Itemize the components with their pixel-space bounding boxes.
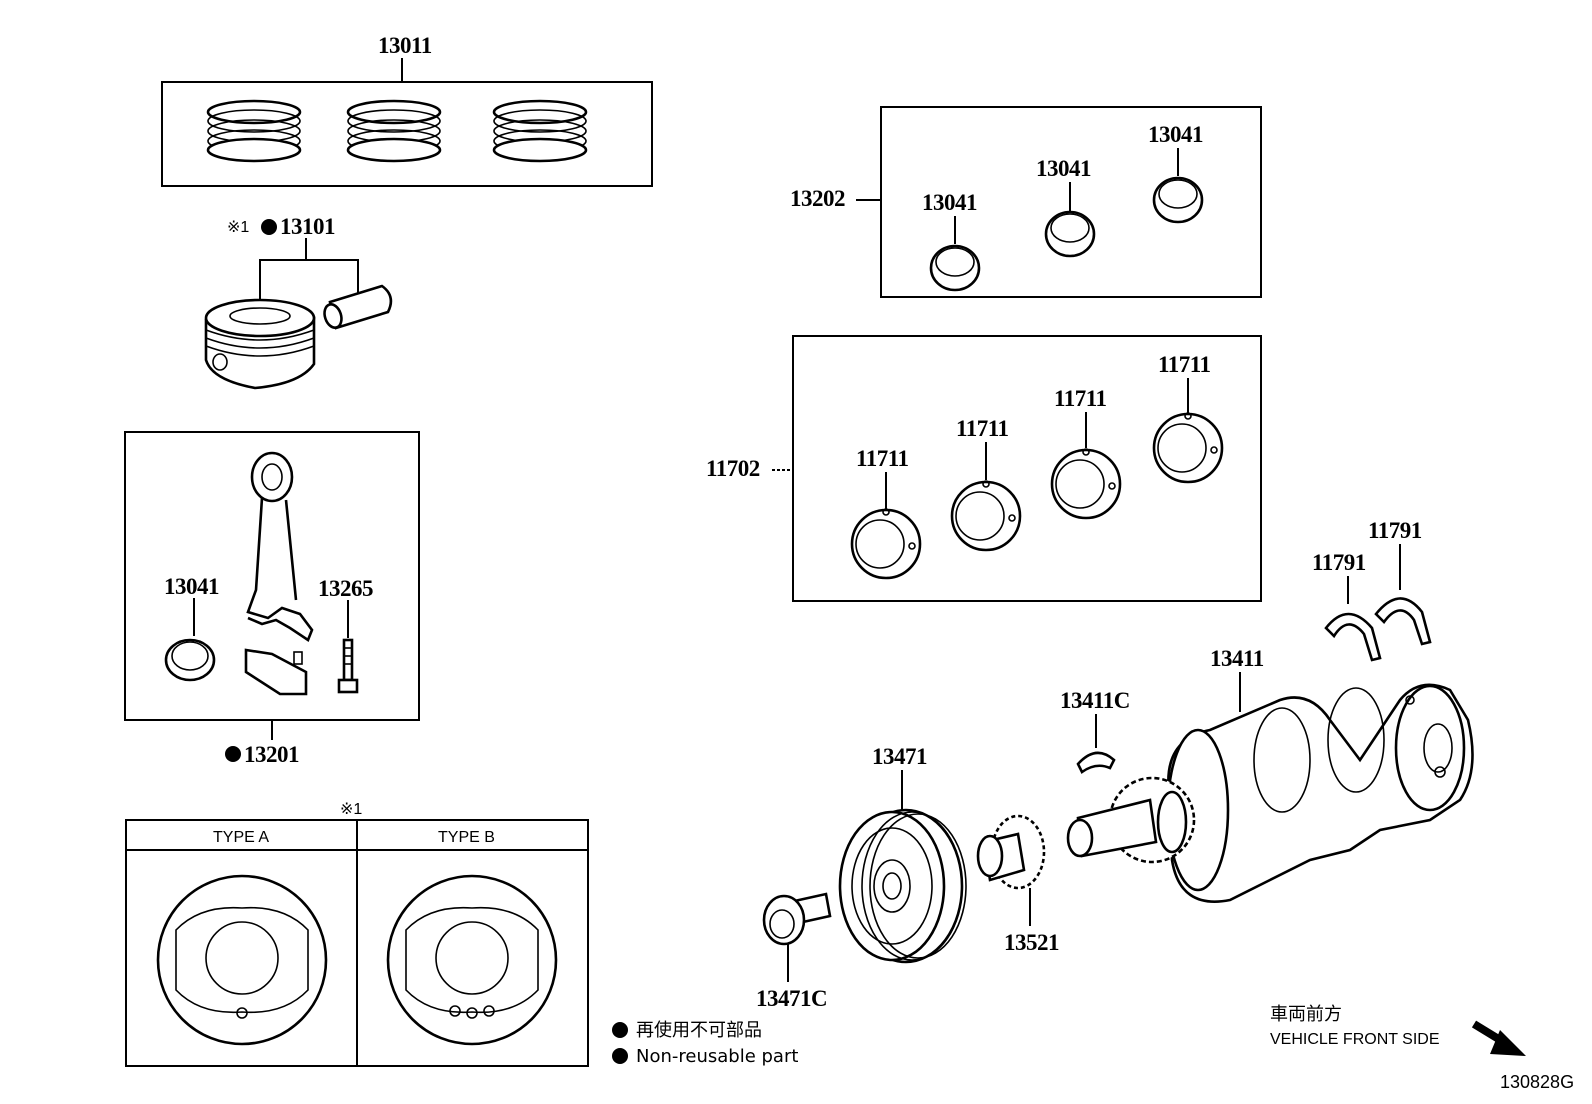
legend-en: Non-reusable part: [636, 1046, 798, 1067]
thrust-washer-group: 11791 11791: [1312, 518, 1432, 662]
label-crank-key[interactable]: 13411C: [1060, 688, 1130, 713]
non-reusable-dot: [225, 746, 241, 762]
rod-bearing-c: [1152, 176, 1204, 224]
non-reusable-dot: [261, 219, 277, 235]
label-thrust-washer-1[interactable]: 11791: [1312, 550, 1366, 575]
main-bearing-2: [950, 480, 1022, 552]
label-piston[interactable]: 13101: [280, 214, 336, 239]
label-pulley-bolt[interactable]: 13471C: [756, 986, 828, 1011]
main-bearing-4: [1152, 412, 1224, 484]
rod-bearing-in-rod: [164, 638, 216, 682]
piston: [204, 298, 316, 390]
piston-group: ※1 13101: [204, 214, 393, 390]
label-crankshaft[interactable]: 13411: [1210, 646, 1264, 671]
legend: 再使用不可部品 Non-reusable part: [612, 1020, 798, 1067]
rod-bolt: [337, 638, 359, 694]
direction-jp: 車両前方: [1270, 1004, 1342, 1025]
thrust-washer-2: [1374, 597, 1432, 646]
rod-cap: [244, 648, 308, 696]
label-rod-bearing-in-rod[interactable]: 13041: [164, 574, 220, 599]
crankshaft-pulley: [838, 808, 967, 964]
label-pulley[interactable]: 13471: [872, 744, 928, 769]
piston-ring-frame: [161, 81, 653, 187]
rod-bearing-set-group: 13202 13041 13041 13041: [790, 106, 1262, 298]
crank-key-group: 13411C: [1060, 688, 1130, 774]
direction-en: VEHICLE FRONT SIDE: [1270, 1031, 1440, 1048]
label-thrust-washer-2[interactable]: 11791: [1368, 518, 1422, 543]
crank-sprocket-on-shaft: [1066, 776, 1196, 864]
label-rod-bolt[interactable]: 13265: [318, 576, 374, 601]
legend-jp: 再使用不可部品: [636, 1020, 762, 1041]
piston-ring-2: [346, 99, 442, 163]
crank-sprocket-group: 13521: [976, 814, 1060, 955]
pulley-bolt: [762, 892, 832, 946]
piston-pin: [323, 284, 393, 330]
label-connecting-rod[interactable]: 13201: [244, 742, 300, 767]
piston-ring-set-group: 13011: [161, 33, 653, 187]
label-main-bearing-4[interactable]: 11711: [1158, 352, 1211, 377]
type-b-header: TYPE B: [438, 829, 495, 846]
main-bearing-1: [850, 508, 922, 580]
piston-type-table: ※1 TYPE A TYPE B: [125, 801, 589, 1067]
crank-sprocket: [976, 814, 1046, 890]
piston-ring-3: [492, 99, 588, 163]
legend-dot: [612, 1048, 628, 1064]
rod-bearing-b: [1044, 210, 1096, 258]
label-piston-ring-set[interactable]: 13011: [378, 33, 432, 58]
main-bearing-set-group: 11702 11711 11711 11711 11711: [706, 335, 1262, 602]
label-main-bearing-set[interactable]: 11702: [706, 456, 760, 481]
piston-note-mark: ※1: [227, 219, 249, 236]
piston-ring-1: [206, 99, 302, 163]
label-rod-bearing-a[interactable]: 13041: [922, 190, 978, 215]
main-bearing-frame: [792, 335, 1262, 602]
main-bearing-3: [1050, 448, 1122, 520]
type-table-mark: ※1: [340, 801, 362, 818]
crankshaft: [1166, 683, 1474, 903]
front-arrow-icon: [1471, 1020, 1526, 1056]
label-main-bearing-1[interactable]: 11711: [856, 446, 909, 471]
label-rod-bearing-set[interactable]: 13202: [790, 186, 846, 211]
label-rod-bearing-b[interactable]: 13041: [1036, 156, 1092, 181]
rod-bearing-frame: [880, 106, 1262, 298]
label-main-bearing-2[interactable]: 11711: [956, 416, 1009, 441]
figure-code: 130828G: [1500, 1072, 1574, 1092]
rod-bearing-a: [929, 244, 981, 292]
connecting-rod: [246, 451, 314, 642]
pulley-group: 13471: [838, 744, 967, 964]
label-main-bearing-3[interactable]: 11711: [1054, 386, 1107, 411]
piston-top-type-b: [386, 874, 558, 1046]
thrust-washer-1: [1324, 612, 1382, 662]
piston-top-type-a: [156, 874, 328, 1046]
crankshaft-group: 13411: [1066, 646, 1474, 903]
connecting-rod-group: 13041 13265 13201: [124, 431, 420, 767]
type-a-header: TYPE A: [213, 829, 269, 846]
label-rod-bearing-c[interactable]: 13041: [1148, 122, 1204, 147]
crank-key: [1076, 751, 1116, 774]
legend-dot: [612, 1022, 628, 1038]
label-crank-sprocket[interactable]: 13521: [1004, 930, 1060, 955]
vehicle-direction: 車両前方 VEHICLE FRONT SIDE: [1270, 1004, 1526, 1056]
pulley-bolt-group: 13471C: [756, 892, 832, 1011]
